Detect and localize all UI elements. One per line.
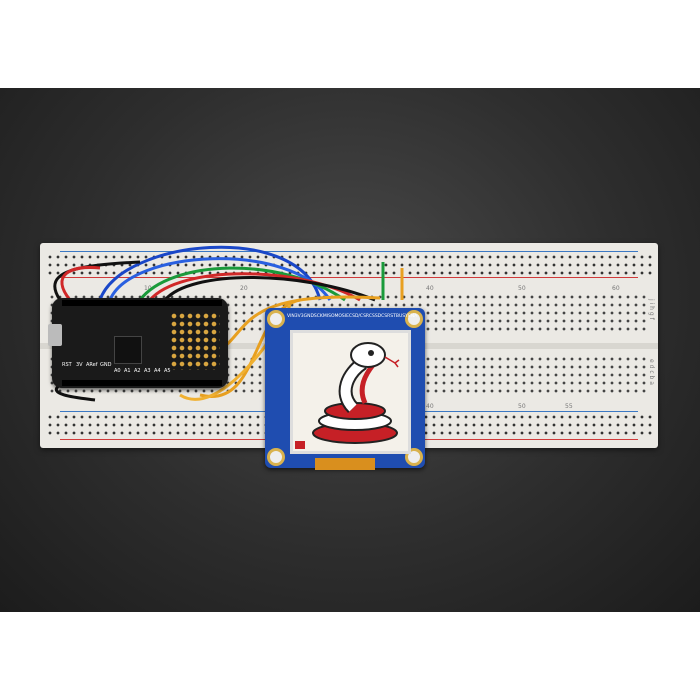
mount-hole — [267, 310, 285, 328]
pin-label: A4 — [154, 368, 161, 374]
pin-label: GND — [303, 314, 314, 319]
pin-label: ENA — [407, 314, 418, 319]
pin-label: A5 — [164, 368, 171, 374]
pin-label: MOSI — [334, 314, 347, 319]
power-rail-top — [46, 253, 652, 277]
pin-header-top — [62, 300, 222, 306]
pin-label: A0 — [114, 368, 121, 374]
col-number: 20 — [240, 285, 248, 292]
col-number: 10 — [144, 285, 152, 292]
pin-label: RST — [62, 362, 72, 368]
usb-port — [48, 324, 62, 346]
pin-label: 3V3 — [294, 314, 304, 319]
corner-mark — [295, 441, 305, 449]
microcontroller-chip — [114, 336, 142, 364]
pin-label: MISO — [322, 314, 335, 319]
pin-label: 3V — [76, 362, 83, 368]
col-number: 55 — [565, 403, 573, 410]
row-letters: e d c b a — [648, 359, 655, 385]
row-letters: j i h g f — [648, 299, 655, 320]
col-number: 50 — [518, 403, 526, 410]
pin-label: GND — [100, 362, 112, 368]
eink-display-breakout: VIN 3V3 GND SCK MISO MOSI ECS D/C SRCS S… — [265, 308, 425, 470]
pin-label: SCK — [313, 314, 323, 319]
pin-labels: VIN 3V3 GND SCK MISO MOSI ECS D/C SRCS S… — [287, 314, 417, 319]
pin-label: A3 — [144, 368, 151, 374]
mount-hole — [267, 448, 285, 466]
col-number: 40 — [426, 285, 434, 292]
pin-label: ECS — [346, 314, 355, 319]
pin-label: D/C — [354, 314, 364, 319]
flex-ribbon-connector — [315, 458, 375, 470]
col-number: 50 — [518, 285, 526, 292]
pin-header-bottom — [62, 380, 222, 386]
pin-label: A1 — [124, 368, 131, 374]
snake-image — [312, 342, 400, 444]
pin-label: SRCS — [363, 314, 375, 319]
pin-label: SDCS — [374, 314, 388, 319]
pin-label: ARef — [86, 362, 98, 368]
pin-label: BUSY — [395, 314, 408, 319]
col-number: 40 — [426, 403, 434, 410]
mount-hole — [405, 310, 423, 328]
pin-label: RST — [387, 314, 396, 319]
rail-line-red — [60, 277, 638, 278]
pin-label: A2 — [134, 368, 141, 374]
rail-line-blue — [60, 251, 638, 252]
pin-label: VIN — [287, 314, 295, 319]
eink-screen — [290, 330, 411, 454]
feather-board: RST 3V ARef GND A0 A1 A2 A3 A4 A5 — [48, 298, 228, 388]
col-number: 60 — [612, 285, 620, 292]
prototyping-area — [170, 312, 220, 370]
